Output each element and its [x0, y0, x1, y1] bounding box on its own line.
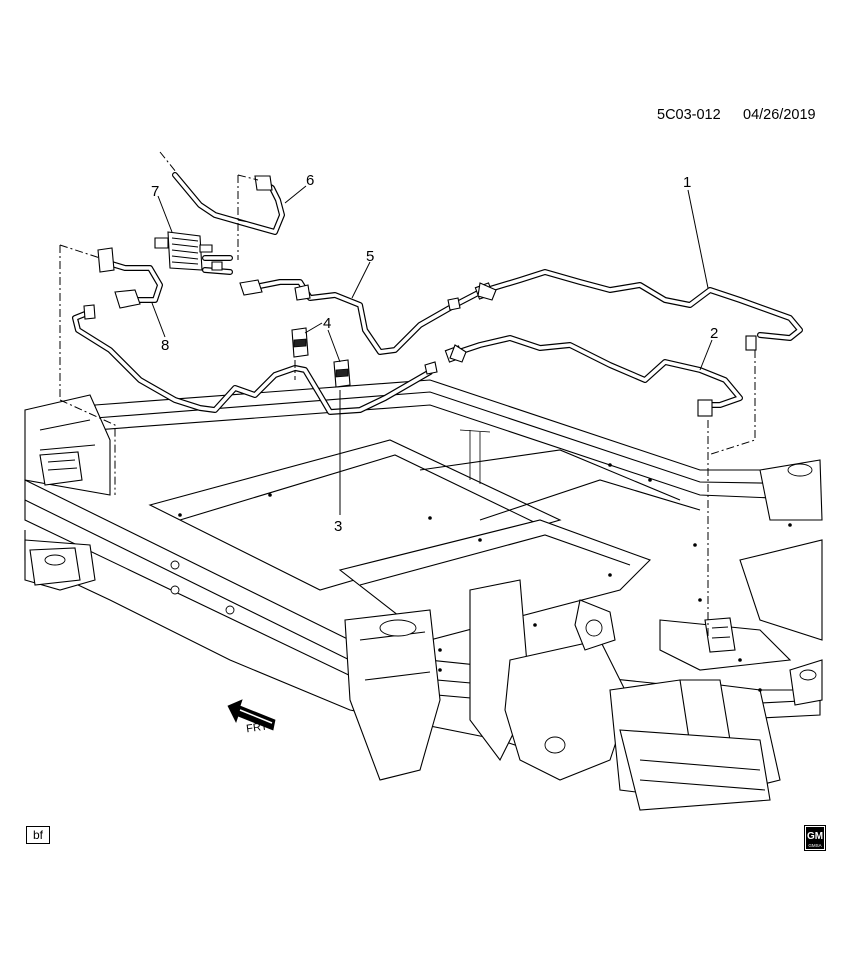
- reference-code: 5C03-012: [657, 107, 721, 123]
- callout-8: 8: [161, 337, 169, 354]
- callout-5: 5: [366, 248, 374, 265]
- cooler-outlet-tubes: [202, 255, 233, 275]
- cooler-line-2: [447, 335, 743, 408]
- cooler-line-1: [452, 269, 803, 341]
- tube-fittings: [83, 175, 757, 417]
- callout-7: 7: [151, 183, 159, 200]
- corner-badge: bf: [26, 826, 50, 844]
- phantom-lines: [59, 151, 756, 640]
- callout-4: 4: [323, 315, 331, 332]
- front-label: FRT: [246, 720, 269, 735]
- svg-text:GMSA: GMSA: [808, 843, 821, 848]
- leader-lines: [151, 185, 713, 515]
- line-clips: [291, 327, 351, 388]
- gm-logo: GM GMSA: [804, 825, 826, 851]
- reference-date: 04/26/2019: [743, 107, 816, 123]
- front-direction-indicator: FRT: [227, 699, 276, 735]
- callout-1: 1: [683, 174, 691, 191]
- cooler-line-6: [172, 172, 285, 235]
- cooler-line-3: [72, 309, 433, 415]
- transmission-connection: [704, 617, 736, 653]
- transmission-oil-cooler: [154, 231, 223, 271]
- callout-labels: 1 2 3 4 5 6 7 8: [151, 172, 718, 535]
- cooler-line-8: [102, 259, 163, 303]
- callout-6: 6: [306, 172, 314, 189]
- vehicle-frame: [24, 379, 823, 811]
- callout-3: 3: [334, 518, 342, 535]
- svg-text:GM: GM: [807, 831, 823, 842]
- callout-2: 2: [710, 325, 718, 342]
- cooler-line-5: [247, 279, 458, 355]
